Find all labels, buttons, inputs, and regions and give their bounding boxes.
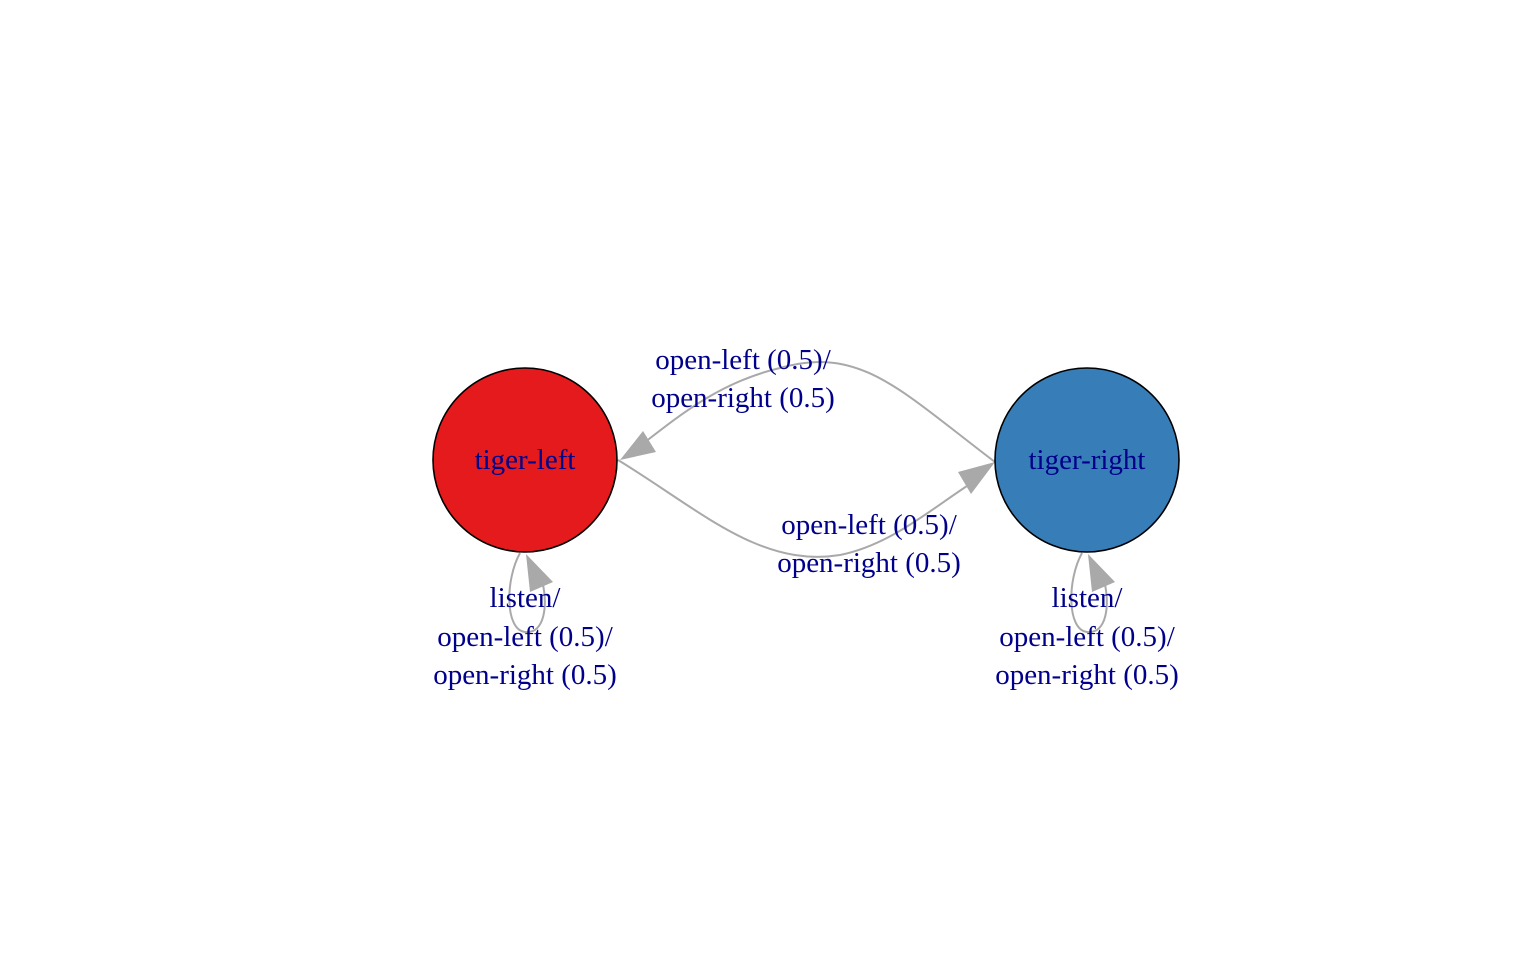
edge-left-self-label-line-3: open-right (0.5) [433, 659, 617, 691]
edge-left-to-right-arrowhead [958, 462, 995, 494]
edge-right-to-left-label-line-2: open-right (0.5) [651, 382, 835, 414]
edge-right-self-label-line-1: listen/ [1052, 582, 1124, 614]
node-tiger-right-label: tiger-right [1029, 444, 1146, 476]
edge-left-to-right-path [617, 459, 971, 558]
edge-right-to-left-arrowhead [620, 431, 656, 460]
edge-left-self-path [508, 552, 546, 634]
edge-right-to-left-label-line-1: open-left (0.5)/ [655, 344, 831, 376]
edge-left-to-right [617, 459, 995, 558]
edge-left-self-loop [508, 552, 553, 634]
edge-right-to-left-path [639, 360, 996, 463]
edge-left-to-right-label: open-left (0.5)/ open-right (0.5) [777, 509, 961, 579]
edge-right-self-path [1070, 552, 1108, 634]
edge-left-self-label-line-2: open-left (0.5)/ [437, 621, 613, 653]
edge-left-to-right-label-line-1: open-left (0.5)/ [781, 509, 957, 541]
edge-left-self-label-line-1: listen/ [490, 582, 562, 614]
node-tiger-right-circle [994, 367, 1180, 553]
edge-left-self-label: listen/ open-left (0.5)/ open-right (0.5… [433, 582, 617, 691]
edge-left-self-arrowhead [526, 554, 553, 592]
edge-right-self-label: listen/ open-left (0.5)/ open-right (0.5… [995, 582, 1179, 691]
edge-right-self-arrowhead [1088, 554, 1115, 592]
node-tiger-left: tiger-left [432, 367, 618, 553]
edge-right-self-label-line-2: open-left (0.5)/ [999, 621, 1175, 653]
node-tiger-right: tiger-right [994, 367, 1180, 553]
edge-left-to-right-label-line-2: open-right (0.5) [777, 547, 961, 579]
edge-right-to-left [620, 360, 996, 463]
node-tiger-left-circle [432, 367, 618, 553]
edge-right-self-label-line-3: open-right (0.5) [995, 659, 1179, 691]
edge-right-self-loop [1070, 552, 1115, 634]
edge-right-to-left-label: open-left (0.5)/ open-right (0.5) [651, 344, 835, 414]
node-tiger-left-label: tiger-left [475, 444, 576, 476]
